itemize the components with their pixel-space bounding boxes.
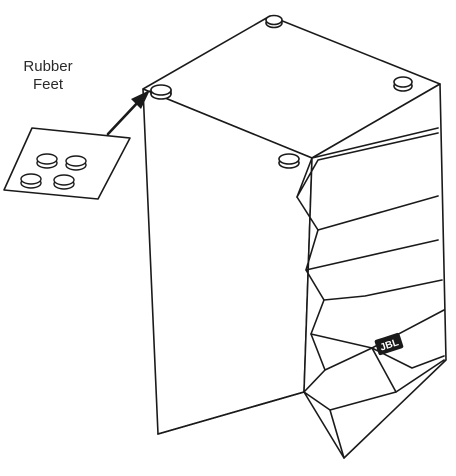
rubber-foot-right — [393, 76, 413, 92]
speaker-front-face — [303, 83, 447, 459]
pointer-arrow-icon — [106, 90, 150, 136]
speaker-rubber-feet — [150, 14, 413, 169]
rubber-feet-sheet-icon — [3, 127, 131, 200]
sheet-foot-3 — [20, 173, 42, 189]
rubber-foot-front-left — [150, 84, 172, 100]
speaker-cabinet-icon: JBL — [142, 15, 447, 459]
front-upper-mid-facet — [317, 195, 439, 231]
front-upper-facet — [296, 132, 439, 198]
rubber-foot-back — [265, 14, 283, 29]
jbl-badge: JBL — [374, 332, 404, 356]
rubber-feet-label: Rubber Feet — [0, 58, 96, 94]
rubber-foot-front — [278, 153, 300, 169]
rubber-feet-label-line1: Rubber — [23, 58, 73, 75]
front-bottom-facet — [324, 347, 445, 371]
speaker-bottom-edge — [157, 391, 305, 435]
front-top-bevel — [311, 127, 439, 159]
sheet-foot-2 — [65, 155, 87, 171]
sheet-foot-4 — [53, 174, 75, 190]
front-base-line — [329, 391, 397, 411]
front-left-facet-edge — [296, 157, 326, 393]
front-lower-mid-facet — [323, 279, 443, 301]
front-mid-facet — [305, 239, 439, 271]
rubber-feet-label-line2: Feet — [32, 76, 63, 93]
sheet-foot-1 — [36, 153, 58, 169]
